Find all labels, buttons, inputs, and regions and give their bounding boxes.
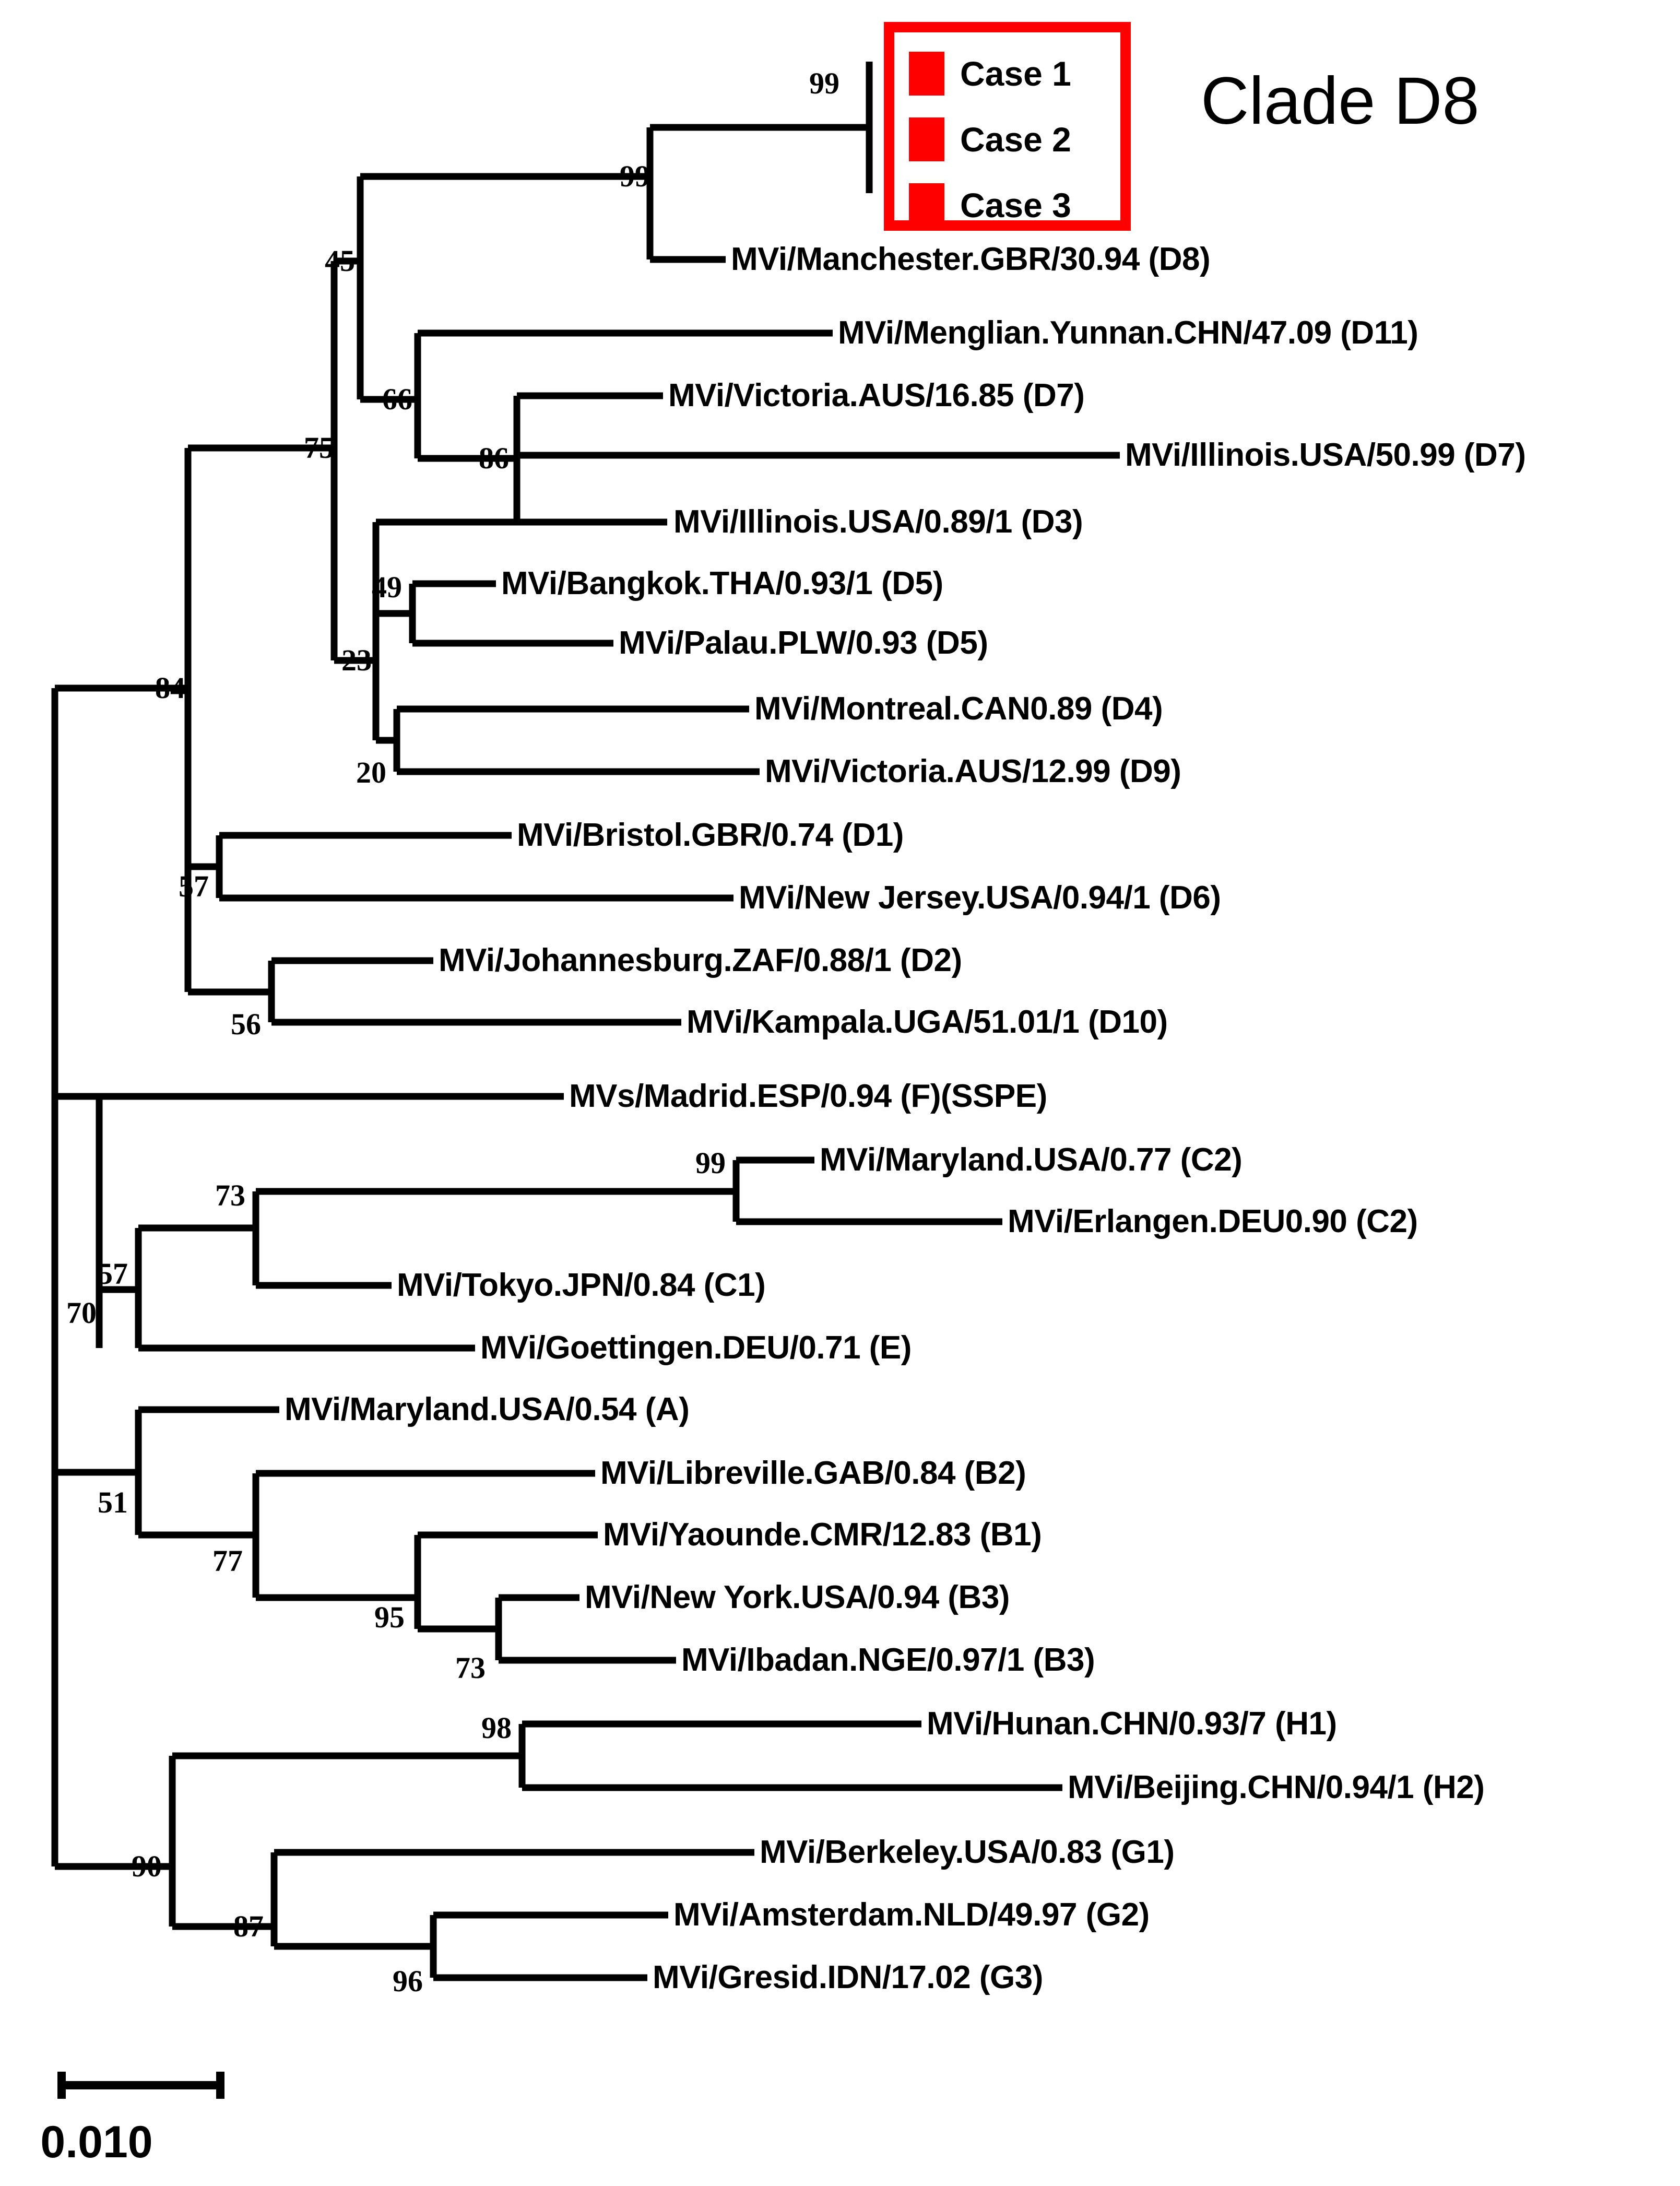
taxon-label-menglian: MVi/Menglian.Yunnan.CHN/47.09 (D11) [838,315,1418,351]
bootstrap-value: 45 [325,244,355,278]
taxon-label-montreal: MVi/Montreal.CAN0.89 (D4) [754,691,1163,727]
bootstrap-value: 20 [356,755,386,789]
taxon-label-illinois089: MVi/Illinois.USA/0.89/1 (D3) [673,504,1083,540]
taxon-label-bristol: MVi/Bristol.GBR/0.74 (D1) [517,817,904,853]
taxon-label-bangkok: MVi/Bangkok.THA/0.93/1 (D5) [501,565,943,601]
bootstrap-value: 57 [98,1257,128,1291]
bootstrap-value: 86 [479,441,509,475]
bootstrap-value: 90 [132,1849,162,1883]
bootstrap-value: 98 [481,1711,512,1745]
taxon-label-palau: MVi/Palau.PLW/0.93 (D5) [619,625,988,661]
case-row-3: Case 3 [909,182,1071,229]
bootstrap-value: 66 [382,382,412,416]
bootstrap-value: 73 [455,1651,486,1685]
case-color-swatch-icon [909,52,944,96]
taxon-label-johannesburg: MVi/Johannesburg.ZAF/0.88/1 (D2) [439,942,962,978]
case-color-swatch-icon [909,117,944,161]
clade-annotation-title: Clade D8 [1201,64,1480,138]
scale-bar-label: 0.010 [40,2117,153,2167]
bootstrap-value: 99 [809,66,839,100]
taxon-label-amsterdam: MVi/Amsterdam.NLD/49.97 (G2) [673,1897,1150,1933]
bootstrap-value: 99 [695,1146,726,1180]
taxon-label-erlangen: MVi/Erlangen.DEU0.90 (C2) [1008,1203,1418,1239]
taxon-label-victoria1299: MVi/Victoria.AUS/12.99 (D9) [765,753,1181,789]
bootstrap-value: 56 [231,1007,261,1041]
taxon-label-libreville: MVi/Libreville.GAB/0.84 (B2) [600,1455,1026,1491]
bootstrap-value: 23 [341,643,372,677]
taxon-label-newyork: MVi/New York.USA/0.94 (B3) [585,1579,1010,1615]
taxon-label-maryland077: MVi/Maryland.USA/0.77 (C2) [820,1142,1243,1178]
bootstrap-value: 75 [304,431,334,465]
taxon-label-yaounde: MVi/Yaounde.CMR/12.83 (B1) [603,1517,1042,1553]
bootstrap-value: 87 [233,1909,264,1943]
case-row-2: Case 2 [909,116,1071,163]
bootstrap-value: 73 [215,1178,245,1212]
bootstrap-value: 96 [393,1964,423,1998]
taxon-label-kampala: MVi/Kampala.UGA/51.01/1 (D10) [687,1004,1168,1040]
case-label-2: Case 2 [960,120,1071,159]
bootstrap-value: 77 [212,1544,243,1578]
bootstrap-value: 51 [98,1485,128,1519]
bootstrap-value: 49 [372,570,402,604]
taxon-label-hunan: MVi/Hunan.CHN/0.93/7 (H1) [927,1706,1337,1742]
taxon-label-berkeley: MVi/Berkeley.USA/0.83 (G1) [760,1834,1175,1870]
taxon-label-ibadan: MVi/Ibadan.NGE/0.97/1 (B3) [681,1642,1095,1678]
bootstrap-value: 99 [620,159,650,193]
taxon-label-newjersey: MVi/New Jersey.USA/0.94/1 (D6) [739,880,1221,916]
taxon-label-tokyo: MVi/Tokyo.JPN/0.84 (C1) [397,1267,766,1303]
bootstrap-value: 70 [66,1296,97,1330]
case-highlight-box: Case 1 Case 2 Case 3 [884,22,1131,231]
case-row-1: Case 1 [909,50,1071,97]
taxon-label-victoria1685: MVi/Victoria.AUS/16.85 (D7) [668,377,1085,413]
taxon-label-beijing: MVi/Beijing.CHN/0.94/1 (H2) [1068,1769,1485,1805]
taxon-label-goettingen: MVi/Goettingen.DEU/0.71 (E) [480,1330,912,1366]
taxon-label-maryland054: MVi/Maryland.USA/0.54 (A) [285,1391,690,1427]
taxon-label-illinois5099: MVi/Illinois.USA/50.99 (D7) [1125,437,1526,473]
taxon-label-madrid: MVs/Madrid.ESP/0.94 (F)(SSPE) [569,1078,1047,1114]
taxon-label-manchester: MVi/Manchester.GBR/30.94 (D8) [731,241,1211,277]
bootstrap-value: 95 [374,1600,405,1634]
bootstrap-value: 57 [179,869,209,903]
case-label-1: Case 1 [960,54,1071,93]
bootstrap-value: 84 [155,671,185,705]
taxon-label-gresid: MVi/Gresid.IDN/17.02 (G3) [653,1959,1043,1995]
case-label-3: Case 3 [960,186,1071,224]
scale-bar [57,2072,224,2099]
case-color-swatch-icon [909,183,944,227]
